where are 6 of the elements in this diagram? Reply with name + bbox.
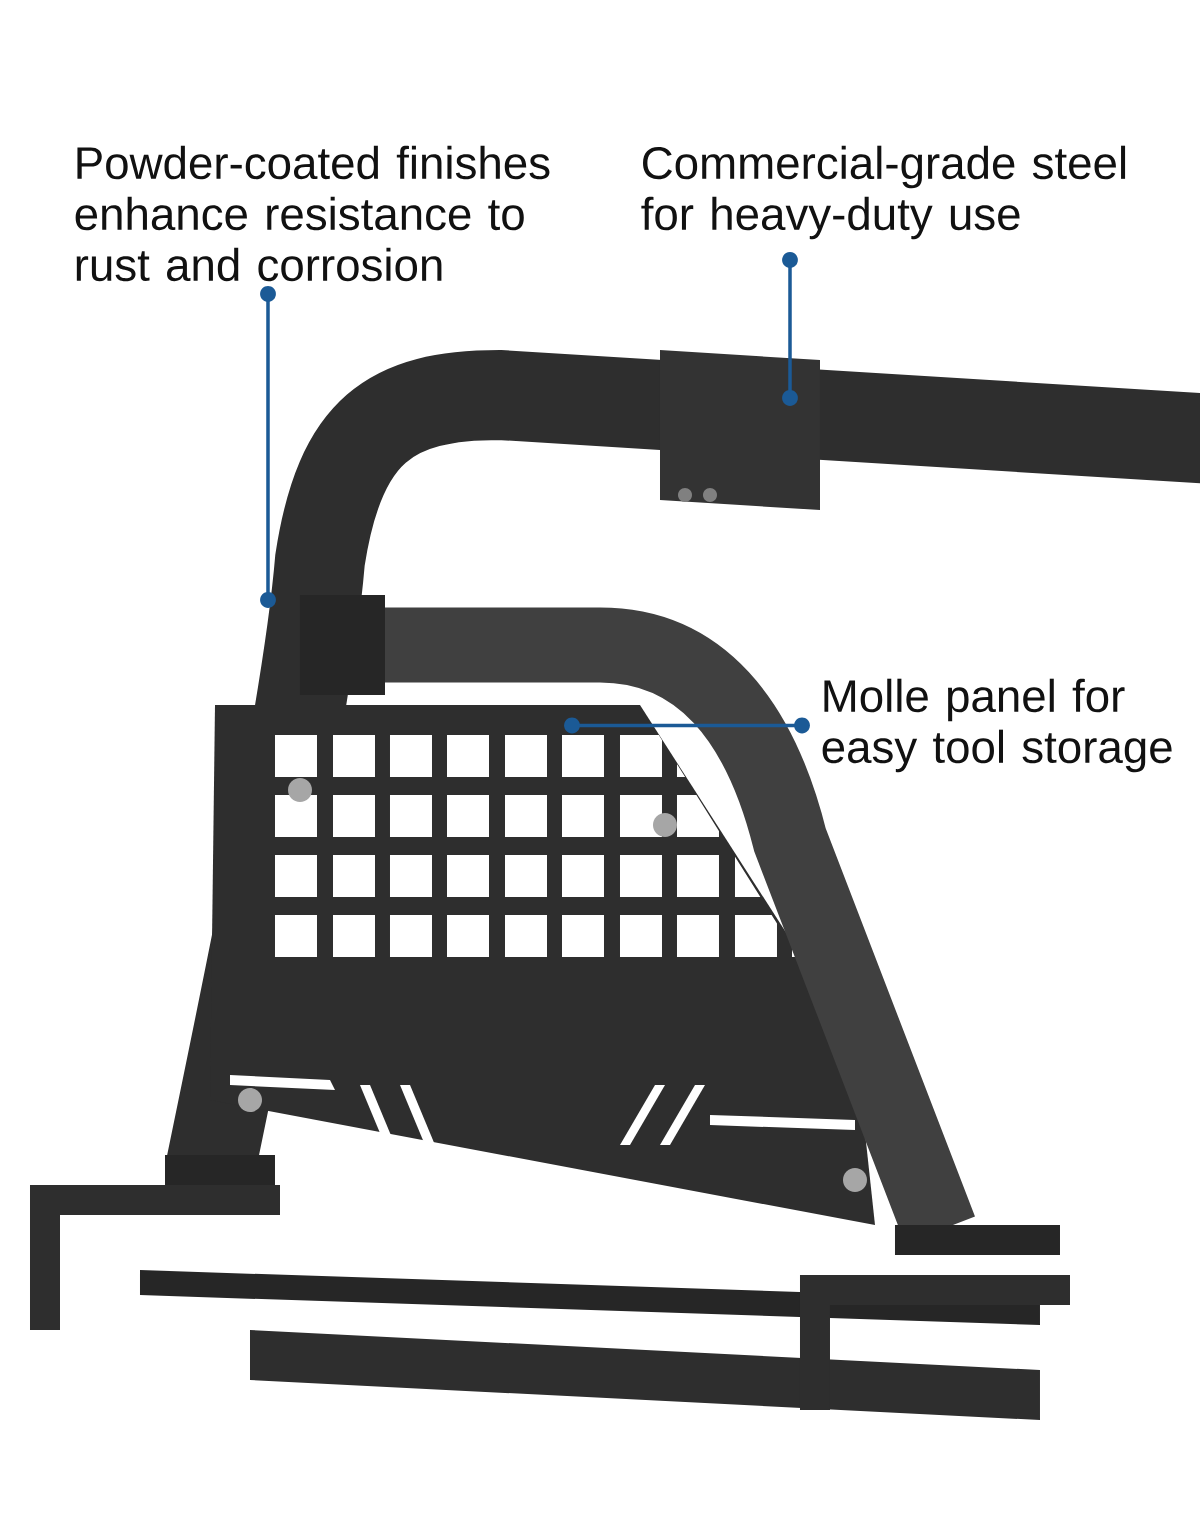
callout-text: Molle panel for easy tool storage — [822, 678, 1172, 773]
leader-line — [564, 717, 810, 734]
leader-line — [260, 286, 276, 608]
callout-text: Commercial-grade steel for heavy-duty use — [641, 145, 1126, 240]
leader-line — [782, 252, 798, 406]
callout-text: Powder-coated finishes enhance resistance to rust and corrosion — [75, 145, 550, 282]
